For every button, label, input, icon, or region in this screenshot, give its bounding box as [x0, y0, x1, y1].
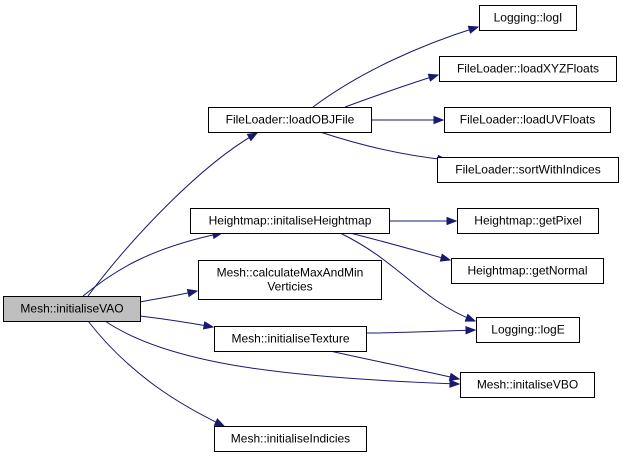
edge-line — [139, 315, 214, 328]
node-mesh-initialise-vao[interactable]: Mesh::initialiseVAO — [3, 296, 141, 322]
edge-heightmap-initalise-heightmap-to-heightmap-get-pixel — [389, 216, 458, 226]
arrowhead-icon — [448, 372, 461, 381]
call-graph-nodes: Mesh::initialiseVAO FileLoader::loadOBJFi… — [3, 5, 619, 452]
node-box — [460, 372, 595, 398]
node-heightmap-get-pixel[interactable]: Heightmap::getPixel — [457, 208, 599, 234]
node-box — [451, 258, 604, 284]
node-box — [214, 426, 367, 452]
node-box — [198, 260, 382, 300]
node-label: FileLoader::loadUVFloats — [460, 113, 595, 127]
arrowhead-icon — [427, 73, 440, 82]
arrowhead-icon — [446, 216, 458, 226]
edge-mesh-initialise-vao-to-mesh-calculate-max-and-min-verticies — [139, 288, 199, 303]
node-fileloader-load-xyz-floats[interactable]: FileLoader::loadXYZFloats — [439, 56, 617, 82]
node-box — [479, 5, 577, 31]
arrowhead-icon — [465, 326, 477, 335]
edge-line — [329, 350, 460, 380]
arrowhead-icon — [433, 115, 445, 125]
edge-line — [365, 329, 476, 334]
node-label: Mesh::initaliseVBO — [477, 378, 578, 392]
edge-line — [312, 26, 479, 108]
node-label: Mesh::initialiseTexture — [231, 332, 349, 346]
node-fileloader-load-uv-floats[interactable]: FileLoader::loadUVFloats — [444, 107, 611, 133]
edge-mesh-initialise-vao-to-fileloader-load-obj-file — [87, 132, 259, 297]
edge-line — [87, 132, 258, 297]
arrowhead-icon — [213, 418, 226, 427]
edge-line — [82, 232, 223, 297]
edge-fileloader-load-obj-file-to-fileloader-load-uv-floats — [371, 115, 445, 125]
node-heightmap-get-normal[interactable]: Heightmap::getNormal — [451, 258, 604, 284]
node-label: Heightmap::initaliseHeightmap — [209, 214, 372, 228]
edge-mesh-initialise-texture-to-logging-loge — [365, 326, 477, 335]
node-box — [457, 208, 599, 234]
edge-line — [344, 74, 439, 108]
node-label: FileLoader::sortWithIndices — [455, 163, 600, 177]
node-label: FileLoader::loadXYZFloats — [457, 62, 599, 76]
edge-heightmap-initalise-heightmap-to-logging-loge — [339, 232, 477, 322]
node-box — [214, 326, 367, 352]
node-box — [444, 107, 611, 133]
edge-mesh-initialise-vao-to-mesh-initalise-vbo — [104, 320, 461, 388]
node-label: Mesh::initialiseVAO — [20, 302, 123, 316]
arrowhead-icon — [246, 132, 259, 142]
node-box — [3, 296, 141, 322]
node-label: Mesh::initialiseIndicies — [231, 432, 350, 446]
arrowhead-icon — [449, 379, 461, 388]
node-label: Logging::logI — [494, 11, 563, 25]
node-label: FileLoader::loadOBJFile — [226, 113, 355, 127]
edge-mesh-initialise-vao-to-mesh-initialise-indicies — [87, 320, 226, 427]
node-label: Logging::logE — [491, 323, 564, 337]
edge-fileloader-load-obj-file-to-logging-logi — [312, 25, 480, 108]
node-label: Mesh::calculateMaxAndMin — [217, 266, 364, 280]
edge-line — [339, 232, 476, 322]
edge-heightmap-initalise-heightmap-to-heightmap-get-normal — [349, 232, 452, 262]
arrowhead-icon — [467, 25, 480, 34]
node-mesh-initialise-texture[interactable]: Mesh::initialiseTexture — [214, 326, 367, 352]
node-box — [439, 56, 617, 82]
node-label: Heightmap::getPixel — [474, 214, 581, 228]
edge-fileloader-load-obj-file-to-fileloader-load-xyz-floats — [344, 73, 440, 108]
edge-line — [104, 320, 460, 385]
node-logging-loge[interactable]: Logging::logE — [476, 317, 580, 343]
node-box — [476, 317, 580, 343]
edge-line — [349, 232, 451, 261]
node-label: Heightmap::getNormal — [467, 264, 587, 278]
node-heightmap-initalise-heightmap[interactable]: Heightmap::initaliseHeightmap — [190, 208, 390, 234]
node-box — [208, 107, 372, 133]
node-label: Verticies — [267, 280, 312, 294]
arrowhead-icon — [439, 253, 452, 262]
arrowhead-icon — [186, 288, 199, 298]
node-box — [190, 208, 390, 234]
node-fileloader-sort-with-indices[interactable]: FileLoader::sortWithIndices — [437, 157, 619, 183]
node-mesh-initalise-vbo[interactable]: Mesh::initaliseVBO — [460, 372, 595, 398]
edge-fileloader-load-obj-file-to-fileloader-sort-with-indices — [319, 131, 449, 164]
arrowhead-icon — [464, 313, 477, 322]
node-mesh-initialise-indicies[interactable]: Mesh::initialiseIndicies — [214, 426, 367, 452]
node-logging-logi[interactable]: Logging::logI — [479, 5, 577, 31]
edge-mesh-initialise-vao-to-mesh-initialise-texture — [139, 315, 215, 330]
node-box — [437, 157, 619, 183]
edge-line — [87, 320, 225, 427]
node-fileloader-load-obj-file[interactable]: FileLoader::loadOBJFile — [208, 107, 372, 133]
edge-mesh-initialise-texture-to-mesh-initalise-vbo — [329, 350, 461, 381]
arrowhead-icon — [202, 321, 215, 330]
edge-line — [319, 131, 448, 161]
